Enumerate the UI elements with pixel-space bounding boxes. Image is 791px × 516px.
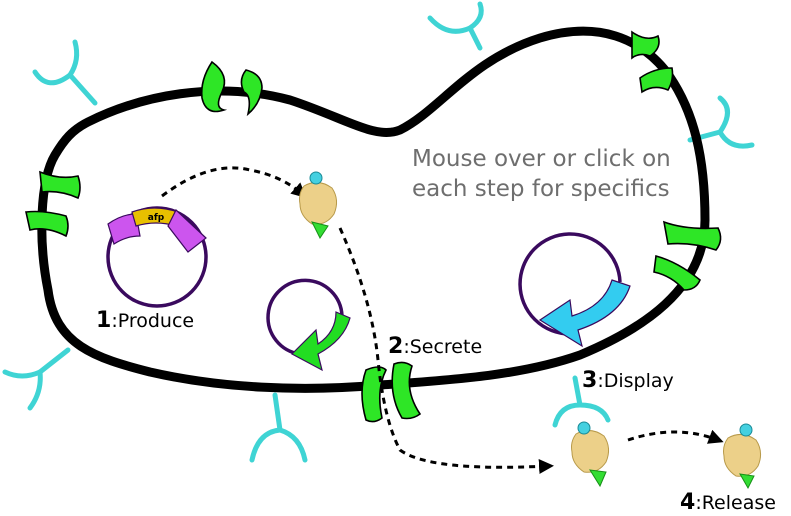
blue-cycle-arrow-icon bbox=[518, 232, 631, 348]
receptor-icon bbox=[32, 39, 98, 106]
green-cycle-arrow-icon bbox=[266, 278, 351, 372]
cell-membrane bbox=[37, 26, 710, 393]
step-secrete[interactable]: 2:Secrete bbox=[388, 334, 482, 359]
channel-icon bbox=[653, 220, 722, 291]
instruction-text: Mouse over or click on each step for spe… bbox=[412, 146, 671, 202]
step-label: :Produce bbox=[111, 310, 195, 332]
channel-icon bbox=[200, 60, 263, 117]
channel-icon bbox=[361, 361, 422, 423]
receptor-icon bbox=[2, 347, 71, 411]
protein-icon bbox=[571, 421, 610, 488]
step-number: 2 bbox=[388, 334, 404, 359]
step-label: :Display bbox=[597, 370, 674, 392]
receptor-icon bbox=[427, 1, 484, 51]
channel-icon bbox=[631, 30, 674, 94]
receptors bbox=[2, 1, 755, 463]
step-label: :Release bbox=[695, 492, 776, 514]
plasmid: afp bbox=[106, 206, 208, 308]
protein-icon bbox=[299, 171, 338, 239]
arrow-secrete-path bbox=[338, 227, 554, 474]
receptor-icon bbox=[249, 392, 308, 463]
protein-icon bbox=[723, 423, 762, 490]
arrow-produce-to-protein bbox=[161, 166, 307, 199]
step-number: 1 bbox=[96, 308, 112, 333]
step-display[interactable]: 3:Display bbox=[582, 368, 674, 393]
step-number: 4 bbox=[680, 490, 696, 515]
step-number: 3 bbox=[582, 368, 598, 393]
gene-label: afp bbox=[148, 213, 165, 223]
channels bbox=[25, 30, 722, 423]
arrow-release bbox=[627, 429, 724, 444]
step-produce[interactable]: 1:Produce bbox=[96, 308, 194, 333]
receptor-icon bbox=[552, 375, 611, 428]
step-release[interactable]: 4:Release bbox=[680, 490, 776, 515]
transport-arrows bbox=[161, 166, 724, 474]
step-label: :Secrete bbox=[403, 336, 483, 358]
channel-icon bbox=[25, 170, 81, 238]
